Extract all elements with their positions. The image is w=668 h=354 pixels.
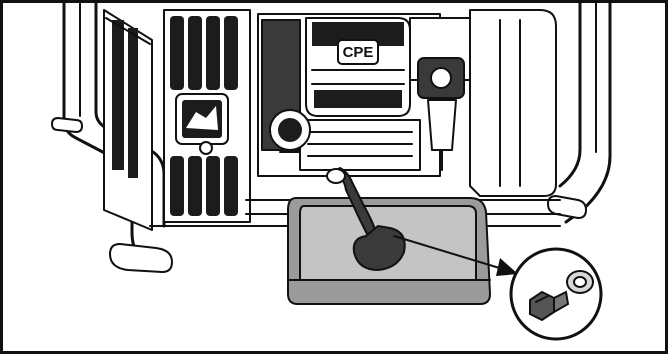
engine-housing-left [164,10,250,222]
right-side-panel [470,10,556,196]
drain-port [327,169,345,183]
left-side-panel [104,10,152,230]
right-frame-tube [548,2,610,222]
cpe-logo-text: CPE [343,44,374,61]
drain-plug-callout[interactable] [511,249,601,339]
frame-foot-left [110,244,172,272]
frame-bumper-left [52,118,82,132]
sealing-washer-icon [567,271,593,293]
